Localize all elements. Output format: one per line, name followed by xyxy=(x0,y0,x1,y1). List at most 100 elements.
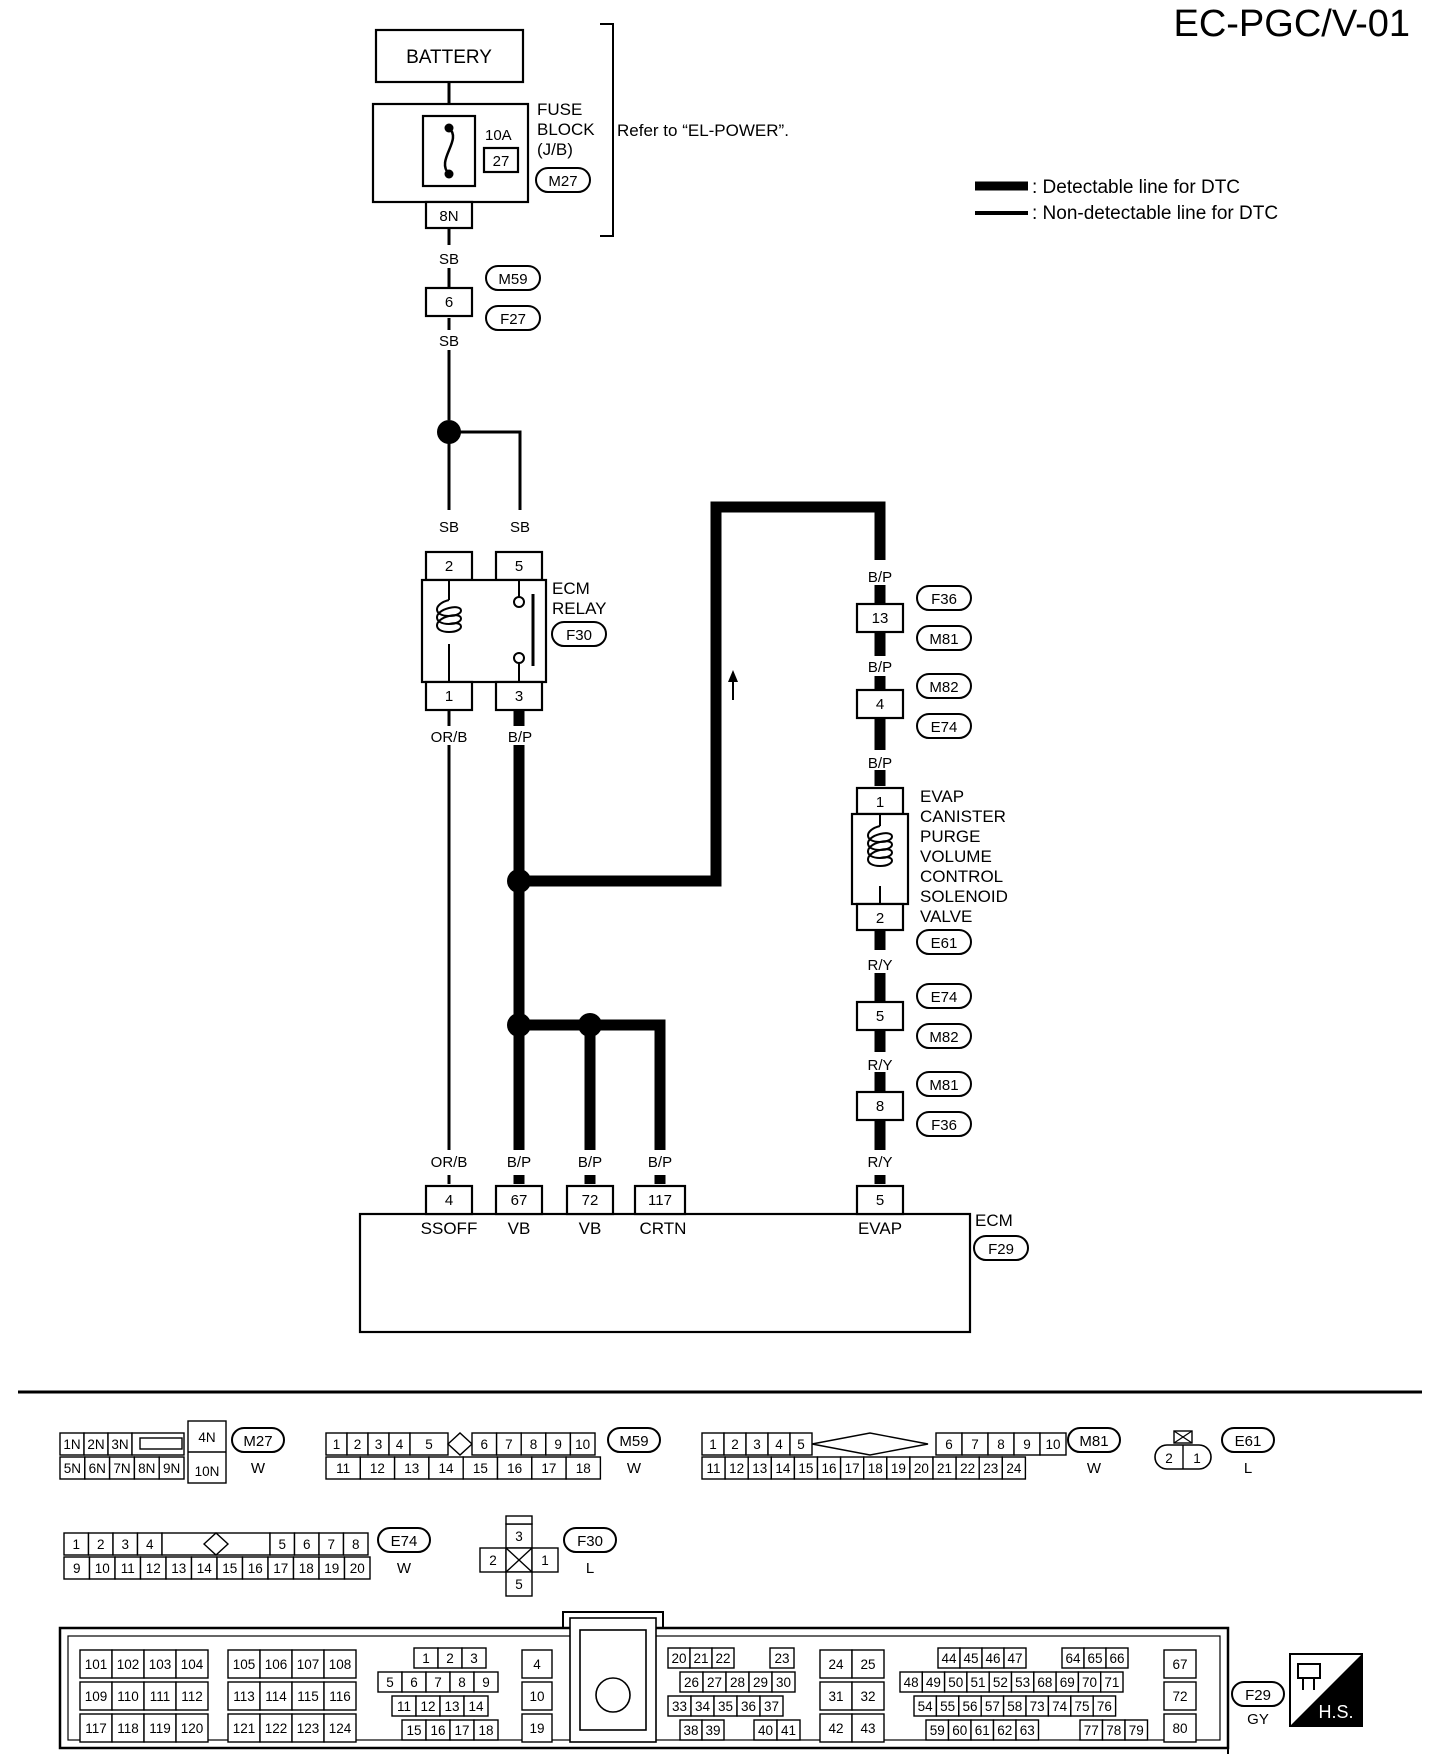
cv-f29-pin: 22 xyxy=(715,1651,730,1666)
cv-f29-pin: 78 xyxy=(1106,1723,1121,1738)
cv-f29-pin: 48 xyxy=(904,1675,919,1690)
cv-m27-pin: 4N xyxy=(198,1430,215,1445)
cv-f29-pin: 76 xyxy=(1097,1699,1112,1714)
cv-f29-pin: 56 xyxy=(962,1699,977,1714)
wire-label-sb-1: SB xyxy=(439,251,459,268)
cv-f29-cell xyxy=(175,1681,209,1711)
cv-m59-pin: 3 xyxy=(375,1437,383,1452)
cv-m59-pin: 1 xyxy=(333,1437,341,1452)
cv-f29-pin: 105 xyxy=(233,1657,256,1672)
cv-f29-pin: 10 xyxy=(529,1689,544,1704)
cv-m27-pin: 7N xyxy=(113,1461,130,1476)
ecm-term-vb-1: VB xyxy=(508,1219,531,1238)
cv-f29-cell xyxy=(819,1681,853,1711)
cv-f29-pin: 25 xyxy=(860,1657,875,1672)
cv-m81-pin: 19 xyxy=(891,1461,906,1476)
cv-m81-pin: 22 xyxy=(960,1461,975,1476)
cv-m81-pin: 10 xyxy=(1045,1437,1060,1452)
cv-e74-pin: 5 xyxy=(278,1537,286,1552)
e74-pin: 5 xyxy=(876,1008,884,1025)
cv-m81-pin: 24 xyxy=(1006,1461,1022,1476)
cv-e74-pin: 10 xyxy=(95,1561,110,1576)
cv-f29-pin: 124 xyxy=(329,1721,352,1736)
wire-label-sb-4: SB xyxy=(510,519,530,536)
cv-m81-pin: 16 xyxy=(822,1461,837,1476)
cv-f29-cell xyxy=(291,1649,325,1679)
cv-f29-pin: 65 xyxy=(1087,1651,1102,1666)
cv-m81-pin: 11 xyxy=(707,1461,721,1476)
m82-label: M82 xyxy=(929,679,958,696)
cv-m59-color: W xyxy=(627,1460,642,1477)
cv-f29-pin: 120 xyxy=(181,1721,204,1736)
cv-f29-cell xyxy=(111,1681,145,1711)
solenoid-coil-icon xyxy=(867,825,893,868)
cv-e74-pin: 14 xyxy=(197,1561,213,1576)
cv-e74-pin: 16 xyxy=(248,1561,263,1576)
cv-f30-cell xyxy=(479,1547,507,1573)
fuse-block: 10A 27 8N FUSE BLOCK (J/B) M27 Refer to … xyxy=(371,23,789,237)
evap-solenoid-valve: 1 2 EVAP CANISTER PURGE VOLUME CONTROL S… xyxy=(850,786,1008,955)
ecm-pin-4: 4 xyxy=(445,1192,453,1209)
cv-f29-pin: 116 xyxy=(329,1689,351,1704)
ecm-pin-67: 67 xyxy=(511,1192,528,1209)
cv-f29-pin: 110 xyxy=(117,1689,139,1704)
cv-e74-pin: 1 xyxy=(72,1537,80,1552)
cv-f29-cell xyxy=(175,1713,209,1743)
fuse-block-connector: M27 xyxy=(548,173,577,190)
cv-f29-pin: 57 xyxy=(985,1699,1000,1714)
cv-f30-pin: 1 xyxy=(541,1553,549,1568)
cv-f29-pin: 21 xyxy=(693,1651,708,1666)
relay-pin-5: 5 xyxy=(515,558,523,575)
cv-f29-cell xyxy=(771,1671,796,1693)
m59-pin: 6 xyxy=(445,294,453,311)
cv-f30-pin: 2 xyxy=(489,1553,497,1568)
wire-label-bp-5: B/P xyxy=(507,1154,531,1171)
ecm-pin-117: 117 xyxy=(648,1192,672,1209)
cv-e74-pin: 11 xyxy=(121,1561,135,1576)
cv-f29-pin: 108 xyxy=(329,1657,352,1672)
ecm-term-evap: EVAP xyxy=(858,1219,902,1238)
cv-f29-pin: 5 xyxy=(386,1675,394,1690)
cv-m81-pin: 3 xyxy=(753,1437,761,1452)
cv-f29-cell xyxy=(259,1713,293,1743)
cv-f29-pin: 72 xyxy=(1172,1689,1187,1704)
cv-e74-pin: 20 xyxy=(350,1561,365,1576)
cv-f29-cell xyxy=(291,1681,325,1711)
cv-f29-pin: 47 xyxy=(1007,1651,1022,1666)
cv-f29-pin: 27 xyxy=(707,1675,722,1690)
legend-non-detectable: : Non-detectable line for DTC xyxy=(1032,203,1278,224)
f36-pin: 13 xyxy=(872,610,889,627)
cv-m27-pin: 1N xyxy=(63,1437,80,1452)
cv-f29-pin: 51 xyxy=(971,1675,986,1690)
cv-f29-pin: 70 xyxy=(1082,1675,1097,1690)
cv-f29-cell xyxy=(521,1649,553,1679)
cv-e74-pin: 15 xyxy=(222,1561,237,1576)
wire-splice-relay5 xyxy=(460,430,522,510)
splice-bp-1 xyxy=(507,869,531,893)
cv-f29-cell xyxy=(323,1681,357,1711)
cv-f29-pin: 71 xyxy=(1104,1675,1119,1690)
cv-m59-pin: 4 xyxy=(396,1437,404,1452)
cv-m81-pin: 20 xyxy=(914,1461,929,1476)
cv-f29-pin: 44 xyxy=(941,1651,957,1666)
wire-bp-117 xyxy=(590,1019,666,1150)
fuse-block-line2: BLOCK xyxy=(537,120,595,139)
cv-f29-cell xyxy=(1099,1671,1124,1693)
cv-f29-pin: 16 xyxy=(430,1723,445,1738)
wire-label-bp-2: B/P xyxy=(868,569,892,586)
wire-label-sb-2: SB xyxy=(439,333,459,350)
cv-f29-pin: 50 xyxy=(948,1675,963,1690)
cv-m27-pin: 10N xyxy=(195,1464,220,1479)
cv-m59-id: M59 xyxy=(619,1433,648,1450)
cv-f29-pin: 13 xyxy=(444,1699,459,1714)
cv-f29-pin: 46 xyxy=(985,1651,1000,1666)
cv-f29-cell xyxy=(1163,1649,1197,1679)
cv-f29-pin: 49 xyxy=(926,1675,941,1690)
cv-f29-cell xyxy=(759,1695,784,1717)
cv-f29-pin: 26 xyxy=(684,1675,699,1690)
cv-f29-cell xyxy=(111,1713,145,1743)
ecm-relay: 2 5 1 3 ECM RELAY F30 xyxy=(420,550,607,712)
